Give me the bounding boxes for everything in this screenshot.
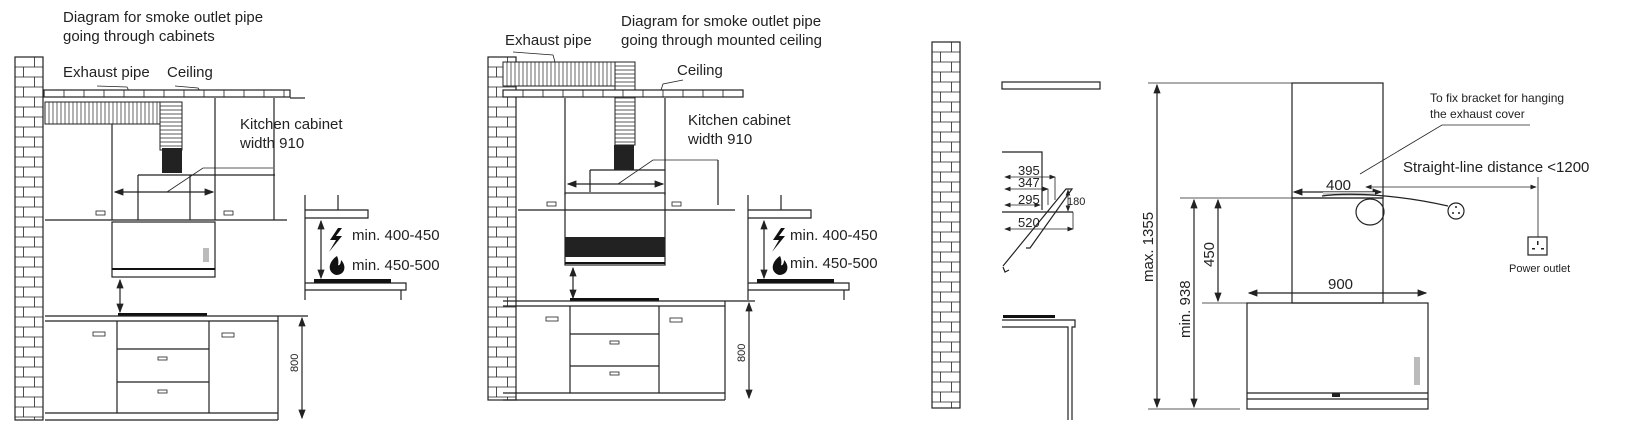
hood-side-profile — [1002, 188, 1074, 273]
ceiling-shelf — [1001, 81, 1101, 90]
panel1-title-line2: going through cabinets — [63, 28, 215, 45]
brick-wall — [14, 56, 44, 421]
exhaust-pipe — [44, 101, 183, 151]
panel-front-dimensions: max. 1355 min. 938 450 900 400 To fix br… — [1140, 82, 1589, 410]
hood-glass-panel — [565, 237, 665, 257]
flame-icon — [329, 256, 345, 275]
range-hood — [1246, 302, 1429, 410]
chimney-height-label: 450 — [1201, 242, 1218, 267]
panel-side-view: 395 347 295 520 180 — [931, 41, 1101, 420]
hood-control-panel — [203, 248, 209, 262]
flame-icon — [772, 256, 788, 275]
ceiling-slab — [43, 89, 291, 98]
cooktop — [570, 298, 659, 301]
base-height-value: 800 — [289, 354, 301, 372]
cord-coil — [1355, 198, 1385, 226]
min-height-label: min. 938 — [1177, 280, 1194, 338]
base-cabinet — [1002, 319, 1076, 420]
base-height-value: 800 — [736, 344, 748, 362]
distance-label: Straight-line distance <1200 — [1403, 159, 1589, 176]
bracket-leader — [1359, 124, 1530, 175]
cabinet-leader — [166, 167, 273, 193]
exhaust-pipe-label: Exhaust pipe — [505, 32, 592, 49]
dim-295: 295 — [1018, 192, 1040, 207]
lightning-icon — [329, 228, 342, 252]
exhaust-pipe-label: Exhaust pipe — [63, 64, 150, 81]
chimney-width-label: 400 — [1326, 177, 1351, 194]
panel1-title-line1: Diagram for smoke outlet pipe — [63, 9, 263, 26]
power-outlet-icon — [1527, 236, 1548, 256]
cabinet-label-line2: width 910 — [239, 135, 304, 152]
brick-wall — [931, 41, 961, 409]
bracket-label-line1: To fix bracket for hanging — [1430, 91, 1564, 105]
hob-clearance-inset: min. 400-450 min. 450-500 — [747, 195, 878, 300]
plug-icon — [1447, 202, 1465, 220]
pipe-collar — [162, 148, 182, 173]
ceiling-slab — [502, 89, 744, 98]
ceiling-label: Ceiling — [677, 62, 723, 79]
ceiling-label: Ceiling — [167, 64, 213, 81]
hood-control-panel — [1414, 357, 1420, 385]
cabinet-label-line1: Kitchen cabinet — [240, 116, 343, 133]
panel-through-cabinets: Diagram for smoke outlet pipe going thro… — [14, 9, 440, 421]
max-height-label: max. 1355 — [1140, 212, 1157, 282]
panel2-title-line2: going through mounted ceiling — [621, 32, 822, 49]
electric-min-label: min. 400-450 — [790, 227, 878, 244]
power-outlet-label: Power outlet — [1509, 263, 1570, 275]
base-cabinets — [503, 300, 755, 401]
cabinet-label-line1: Kitchen cabinet — [688, 112, 791, 129]
hood-width-label: 900 — [1328, 276, 1353, 293]
exhaust-pipe — [502, 61, 636, 146]
upper-cabinets — [45, 98, 287, 221]
dim-520: 520 — [1018, 215, 1040, 230]
panel-through-ceiling: Diagram for smoke outlet pipe going thro… — [487, 13, 878, 401]
range-hood — [111, 221, 216, 278]
dim-395: 395 — [1018, 163, 1040, 178]
brick-wall — [487, 56, 517, 401]
gas-min-label: min. 450-500 — [790, 255, 878, 272]
cooktop — [1003, 315, 1055, 318]
dim-180: 180 — [1067, 196, 1085, 208]
depth-dimensions — [1004, 174, 1074, 232]
base-cabinets — [45, 315, 308, 421]
power-cord — [1321, 193, 1449, 207]
dim-347: 347 — [1018, 175, 1040, 190]
panel2-title-line1: Diagram for smoke outlet pipe — [621, 13, 821, 30]
cooktop — [118, 313, 207, 316]
cabinet-label-line2: width 910 — [687, 131, 752, 148]
gas-min-label: min. 450-500 — [352, 257, 440, 274]
lightning-icon — [772, 228, 785, 252]
hob-clearance-inset: min. 400-450 min. 450-500 — [304, 195, 440, 300]
range-hood — [564, 192, 666, 266]
electric-min-label: min. 400-450 — [352, 227, 440, 244]
bracket-label-line2: the exhaust cover — [1430, 107, 1525, 121]
